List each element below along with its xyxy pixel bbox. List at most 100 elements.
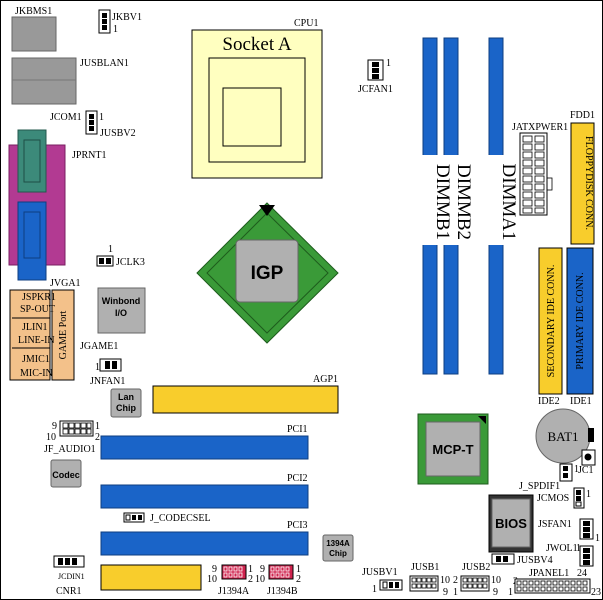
j1394b-pin9: 9: [260, 564, 265, 575]
jcom1-label: JCOM1: [50, 112, 82, 123]
jpanel-pin24: 24: [577, 568, 587, 579]
mcp-t-label: MCP-T: [432, 442, 473, 457]
fdd1-label: FDD1: [570, 110, 595, 121]
jfa-pin9: 9: [52, 421, 57, 432]
jkbms1-label: JKBMS1: [15, 6, 52, 17]
j1394a-pin10: 10: [207, 574, 217, 585]
primary-ide-connector: [566, 247, 594, 395]
cnr1-label: CNR1: [56, 586, 82, 597]
jatxpwer1-label: JATXPWER1: [512, 122, 568, 133]
atx-power-pins: [522, 135, 553, 214]
codec-chip: [50, 459, 82, 488]
jusb2-pin9: 9: [493, 587, 498, 598]
1394a-chip: [322, 534, 354, 562]
jcfan1-label: JCFAN1: [358, 84, 393, 95]
bios-label: BIOS: [495, 516, 527, 531]
jusb1-pin1: 1: [453, 587, 458, 598]
micin-label: MIC-IN: [20, 368, 53, 379]
j1394a-pin2: 2: [248, 574, 253, 585]
secondary-ide-label: SECONDARY IDE CONN.: [546, 265, 557, 378]
jsfan1-pin1: 1: [595, 533, 600, 544]
pci1-slot: [100, 435, 309, 460]
1394a-chip-label: Chip: [329, 549, 347, 558]
j1394b-pin10: 10: [255, 574, 265, 585]
vga-port: [17, 201, 47, 281]
winbond-io-chip: [97, 287, 146, 334]
jcfan1-pin1: 1: [386, 58, 391, 69]
floppy-connector: [570, 122, 595, 245]
jnfan1-header: [99, 358, 122, 372]
igp-label: IGP: [251, 263, 284, 284]
j1394b-header: [268, 564, 294, 580]
pci1-label: PCI1: [287, 424, 308, 435]
jfa-pin1: 1: [95, 421, 100, 432]
jusbv4-label: JUSBV4: [517, 555, 553, 566]
jwol1-label: JWOL1: [546, 543, 578, 554]
socket-a-label: Socket A: [222, 34, 291, 55]
com-port: [17, 129, 47, 193]
jusbv1-label: JUSBV1: [362, 567, 398, 578]
pci2-label: PCI2: [287, 473, 308, 484]
linein-label: LINE-IN: [18, 335, 55, 346]
jpanel-pin1: 1: [508, 587, 513, 598]
jc1-label: JC1: [578, 465, 594, 476]
1394a-label: 1394A: [326, 539, 350, 548]
jlin1-label: JLIN1: [22, 322, 48, 333]
lan-label: Lan: [118, 392, 134, 402]
jmic1-label: JMIC1: [22, 354, 50, 365]
mcp-t-chip: [425, 421, 481, 477]
jpanel1-label: JPANEL1: [529, 568, 569, 579]
jkbv1-pin1: 1: [113, 24, 118, 35]
cpu-socket: [191, 29, 323, 179]
jusbv2-label: JUSBV2: [100, 128, 136, 139]
jusb2-pin10: 10: [491, 575, 501, 586]
jnfan1-label: JNFAN1: [90, 376, 125, 387]
lan-chip-label: Chip: [116, 403, 136, 413]
keyboard-mouse-port: [11, 16, 57, 52]
j1394a-pin9: 9: [212, 564, 217, 575]
ide2-label: IDE2: [538, 396, 560, 407]
winbond-io-label: I/O: [115, 308, 127, 318]
jwol1-pin1: 1: [576, 543, 581, 554]
dimma1-label: DIMMA1: [498, 163, 519, 240]
jprnt1-label: JPRNT1: [72, 150, 106, 161]
jkbv1-label: JKBV1: [112, 12, 142, 23]
jusbv2-pin1: 1: [99, 112, 104, 123]
pci3-label: PCI3: [287, 520, 308, 531]
primary-ide-label: PRIMARY IDE CONN.: [575, 272, 586, 369]
jclk3-label: JCLK3: [116, 257, 145, 268]
j1394a-pin1: 1: [248, 564, 253, 575]
usb-lan-port: [11, 57, 77, 105]
codec-label: Codec: [52, 470, 80, 480]
jfa-pin2: 2: [95, 432, 100, 443]
pci2-slot: [100, 484, 309, 509]
floppy-label: FLOPPYDISK CONN.: [583, 136, 594, 230]
agp-slot: [152, 385, 339, 414]
jclk3-pin1: 1: [108, 244, 113, 255]
j1394b-label: J1394B: [267, 586, 298, 597]
jusbv1-pin1: 1: [372, 584, 377, 595]
cnr-slot: [100, 564, 202, 591]
igp-chip: [235, 239, 299, 303]
j1394a-header: [221, 564, 247, 580]
j1394a-label: J1394A: [218, 586, 250, 597]
jspkr1-label: JSPKR1: [22, 292, 56, 303]
game-port: [51, 289, 75, 381]
dimmb1-label: DIMMB1: [432, 164, 453, 240]
jgame1-label: JGAME1: [80, 341, 118, 352]
j1394b-pin1: 1: [296, 564, 301, 575]
agp1-label: AGP1: [313, 374, 338, 385]
jusb1-pin10: 10: [440, 575, 450, 586]
jclk3-header: [96, 255, 114, 267]
ide1-label: IDE1: [570, 396, 592, 407]
jfa-pin10: 10: [46, 432, 56, 443]
jcodecsel-label: J_CODECSEL: [150, 513, 211, 524]
lan-chip: [110, 388, 142, 418]
jusb1-pin9: 9: [443, 587, 448, 598]
gameport-label: GAME Port: [58, 310, 69, 359]
jcdin1-label: JCDIN1: [58, 572, 85, 581]
cpu1-label: CPU1: [294, 18, 318, 29]
jspdif1-label: J_SPDIF1: [519, 481, 560, 492]
jusb1-pin2: 2: [453, 575, 458, 586]
pci3-slot: [100, 531, 309, 556]
